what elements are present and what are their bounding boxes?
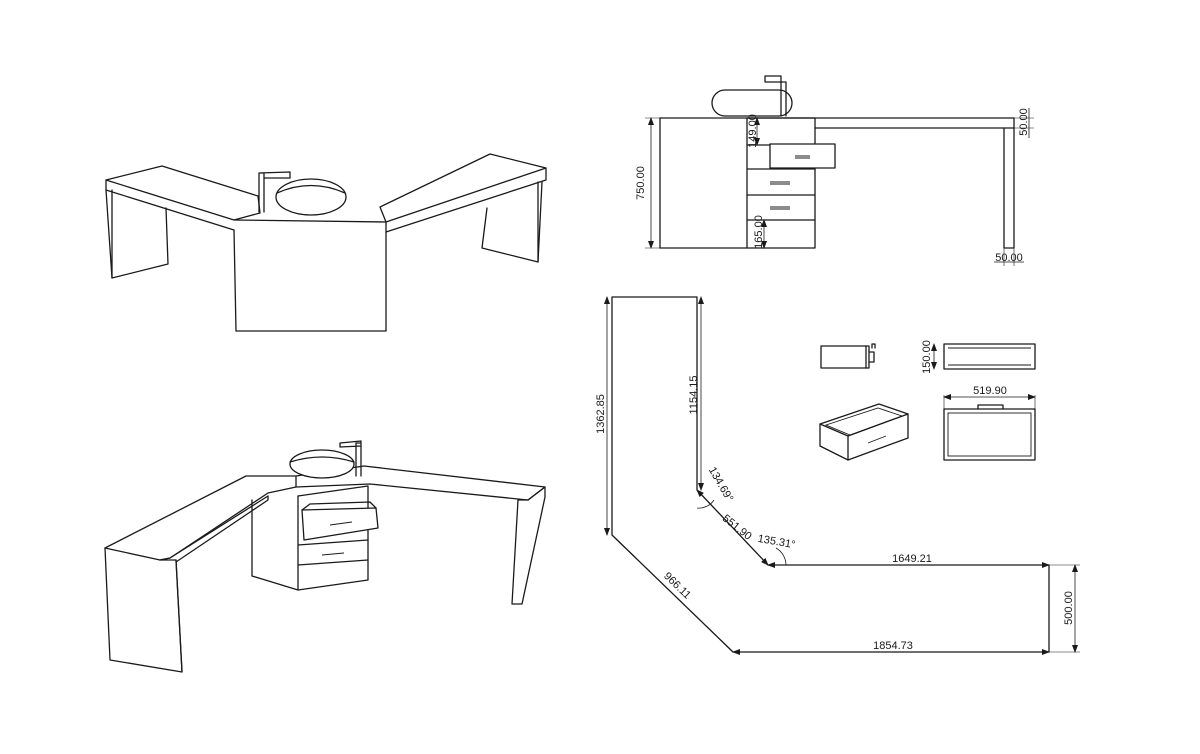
- left-leg: [105, 189, 169, 279]
- basin: [711, 89, 793, 117]
- left-arm-top: [104, 475, 297, 561]
- drawer-stack: [746, 117, 816, 249]
- dim-50-leg: 50.00: [995, 252, 1023, 264]
- drawer-side: [820, 345, 870, 369]
- dim-1154: 1154.15: [688, 376, 700, 415]
- dim-1362: 1362.85: [595, 394, 607, 434]
- dim-1854: 1854.73: [873, 640, 913, 652]
- drawer-top: [943, 408, 1036, 461]
- worktop: [659, 117, 1015, 129]
- dim-50-top: 50.00: [1018, 108, 1030, 136]
- basin: [289, 449, 355, 479]
- dim-149: 149.00: [747, 114, 759, 148]
- perspective-view-rear: [105, 153, 547, 332]
- dim-966: 966.11: [661, 570, 693, 601]
- drawer-front: [943, 343, 1036, 370]
- center-panel: [233, 229, 387, 332]
- faucet: [339, 440, 362, 477]
- left-body: [659, 117, 748, 249]
- angle-134: 134.69°: [706, 465, 735, 504]
- dim-750: 750.00: [635, 166, 647, 200]
- right-leg: [1003, 127, 1015, 249]
- center-top-edge: [233, 219, 387, 223]
- drawer-details: 150.00 519.90: [819, 340, 1036, 461]
- cabinet-side: [251, 495, 299, 591]
- dim-519: 519.90: [973, 385, 1007, 397]
- dim-551: 551.90: [720, 513, 754, 543]
- faucet: [258, 171, 291, 213]
- dim-1649: 1649.21: [892, 553, 932, 565]
- dim-500: 500.00: [1063, 591, 1075, 625]
- basin: [275, 178, 347, 216]
- drawer-3d: [819, 403, 909, 461]
- right-leg: [481, 181, 543, 263]
- faucet: [764, 75, 787, 117]
- dim-165: 165.00: [753, 215, 765, 249]
- dim-150: 150.00: [921, 340, 933, 374]
- plan-view: 1362.85 1154.15 134.69° 551.90 135.31° 1…: [595, 296, 1080, 655]
- cabinet-front: [297, 485, 369, 591]
- right-arm-leg: [511, 486, 546, 605]
- perspective-view-front: [104, 440, 546, 673]
- front-elevation: 750.00 149.00 165.00 50.00 50.00: [635, 75, 1034, 266]
- left-wing-top: [105, 165, 261, 221]
